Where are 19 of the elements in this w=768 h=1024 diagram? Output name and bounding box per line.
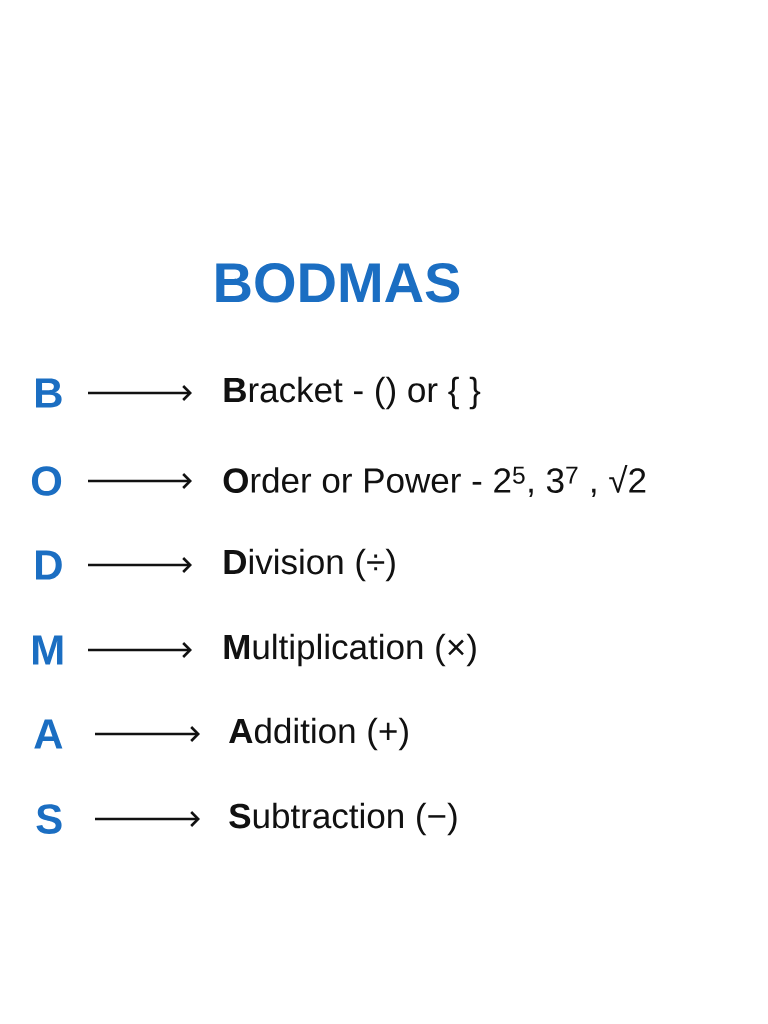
operation-label: Multiplication (×) [224,633,476,667]
arrow [88,473,192,489]
acronym-letter: A [34,719,63,749]
operation-label: Bracket - () or { } [224,376,481,410]
arrow [88,385,192,401]
operation-label: Division (÷) [224,548,395,582]
arrow [88,642,192,658]
arrow [95,726,200,742]
operation-label: Subtraction (−) [229,802,457,836]
title: BODMAS [216,262,460,303]
arrow [88,557,192,573]
arrow [95,811,200,827]
acronym-letter: O [31,466,62,496]
acronym-letter: S [36,804,62,834]
acronym-letter: M [33,635,63,665]
acronym-letter: D [36,550,62,580]
operation-label: Order or Power - 2$^{5}$, 3$^{7}$ , √2 [223,464,646,498]
operation-label: Addition (+) [229,717,408,751]
acronym-letter: B [36,378,62,408]
